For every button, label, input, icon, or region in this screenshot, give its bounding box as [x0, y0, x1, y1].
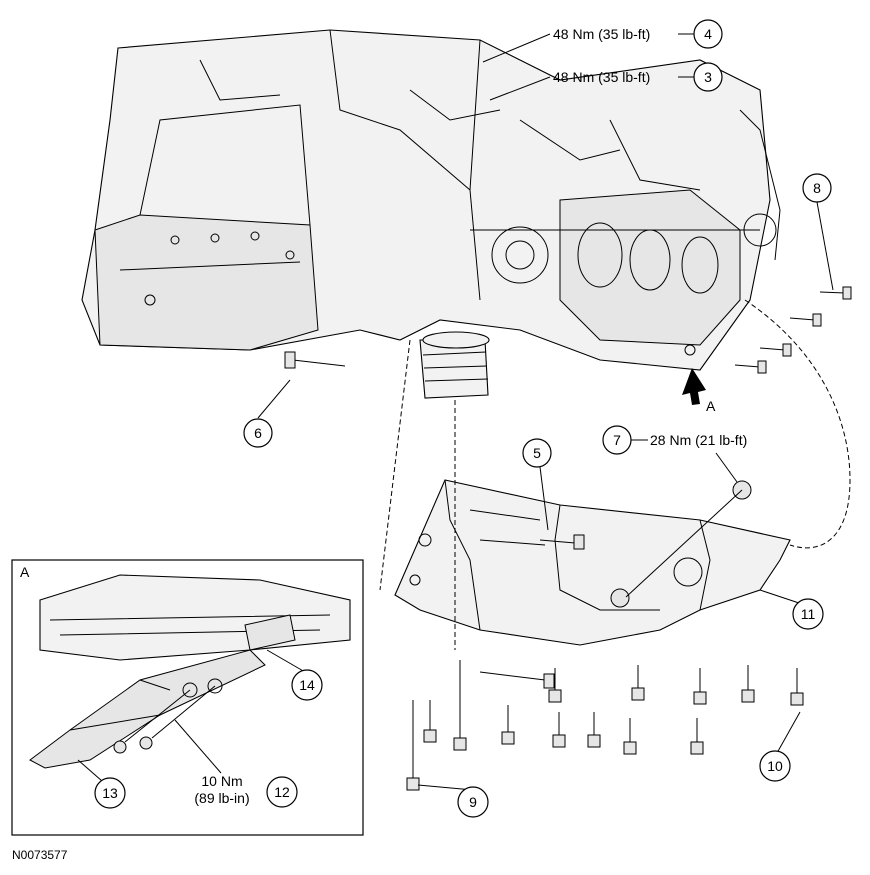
callout-11: 11 — [792, 598, 824, 630]
callout-13: 13 — [94, 777, 126, 809]
callout-7-number: 7 — [613, 432, 621, 448]
callout-9-number: 9 — [469, 794, 477, 810]
leader-lines — [77, 33, 834, 793]
callout-5: 5 — [522, 438, 552, 468]
bolts — [284, 286, 852, 791]
callout-3-torque: 48 Nm (35 lb-ft) — [553, 69, 650, 85]
oil-pan-baffle — [29, 649, 266, 769]
view-arrow-a: A — [682, 368, 716, 414]
detail-label: A — [20, 564, 30, 580]
callout-6: 6 — [243, 418, 273, 448]
callout-5-number: 5 — [533, 445, 541, 461]
engine-assembly — [81, 29, 781, 399]
callout-4-torque: 48 Nm (35 lb-ft) — [553, 26, 650, 42]
figure-id: N0073577 — [12, 848, 68, 862]
callout-7-torque: 28 Nm (21 lb-ft) — [650, 432, 747, 448]
callout-12-number: 12 — [274, 784, 290, 800]
alignment-lines — [379, 299, 851, 650]
callout-14-number: 14 — [299, 677, 315, 693]
callout-3-number: 3 — [704, 69, 712, 85]
callout-11-number: 11 — [801, 606, 816, 622]
callout-14: 14 — [291, 669, 323, 701]
callout-3: 48 Nm (35 lb-ft) 3 — [553, 62, 723, 92]
oil-filter — [419, 339, 489, 399]
callout-8-number: 8 — [813, 180, 821, 196]
oil-pan — [394, 479, 791, 646]
arrow-a-label: A — [706, 398, 716, 414]
callout-12-torque-nm: 10 Nm — [201, 773, 242, 789]
callout-8: 8 — [802, 173, 832, 203]
callout-6-number: 6 — [254, 425, 262, 441]
callout-13-number: 13 — [102, 785, 118, 801]
callout-12-torque-lbin: (89 lb-in) — [194, 790, 249, 806]
callout-4: 48 Nm (35 lb-ft) 4 — [553, 19, 723, 49]
callout-9: 9 — [457, 786, 489, 818]
callout-10-number: 10 — [767, 758, 783, 774]
callout-7: 7 28 Nm (21 lb-ft) — [602, 425, 747, 455]
callout-10: 10 — [759, 750, 791, 782]
callout-12: 10 Nm (89 lb-in) 12 — [194, 773, 298, 808]
callout-4-number: 4 — [704, 26, 712, 42]
